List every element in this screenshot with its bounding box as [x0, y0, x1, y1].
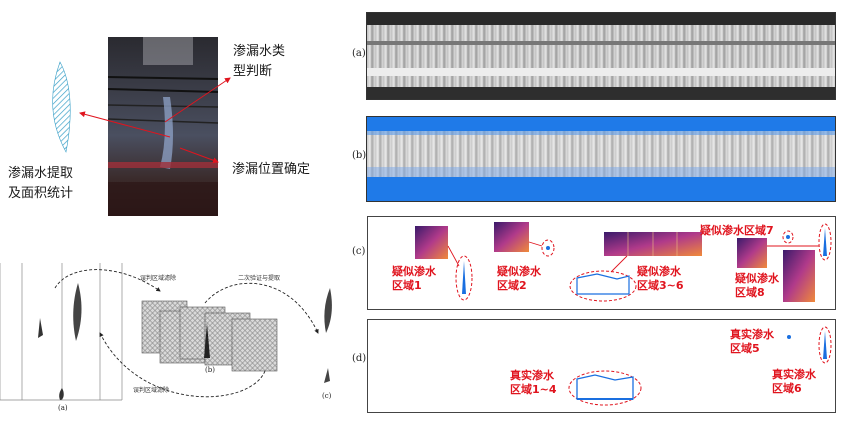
- label-extract-area: 渗漏水提取 及面积统计: [8, 166, 74, 201]
- panel-b-image: [366, 116, 836, 202]
- real-region-6: 真实渗水 区域6: [772, 368, 816, 395]
- label-position: 渗漏位置确定: [232, 162, 311, 177]
- process-diagram-svg: [0, 263, 332, 401]
- suspect-region-2: 疑似渗水 区域2: [497, 265, 541, 292]
- panel-b-label: (b): [352, 150, 367, 161]
- real-region-5: 真实渗水 区域5: [730, 328, 774, 355]
- panel-a-image: [366, 12, 836, 100]
- panel-d-label: (d): [352, 353, 367, 364]
- label-type-judgement: 渗漏水类 型判断: [233, 44, 286, 79]
- process-label-a: (a): [58, 404, 68, 412]
- panel-c-label: (c): [352, 246, 366, 257]
- arrow-label-bottom: 误判区域滤除: [133, 387, 170, 394]
- suspect-region-7: 疑似渗水区域7: [700, 224, 774, 237]
- arrow-label-mid: 二次验证与提取: [238, 275, 281, 282]
- tunnel-photo: [107, 37, 219, 216]
- leak-shape-extracted: [52, 61, 71, 153]
- panel-c-graphics: [415, 222, 832, 302]
- suspect-region-1: 疑似渗水 区域1: [392, 265, 436, 292]
- panel-d-graphics: [568, 326, 832, 406]
- suspect-region-3-6: 疑似渗水 区域3~6: [637, 265, 684, 292]
- suspect-region-8: 疑似渗水 区域8: [735, 272, 779, 299]
- process-label-c: (c): [322, 392, 332, 400]
- tunnel-photo-svg: [107, 37, 219, 216]
- panel-d-box: [367, 319, 836, 413]
- real-region-1-4: 真实渗水 区域1~4: [510, 369, 557, 396]
- panel-a-label: (a): [352, 48, 366, 59]
- process-diagram: [0, 263, 345, 419]
- process-label-b: (b): [205, 366, 215, 374]
- arrow-label-top: 误判区域滤除: [140, 275, 177, 282]
